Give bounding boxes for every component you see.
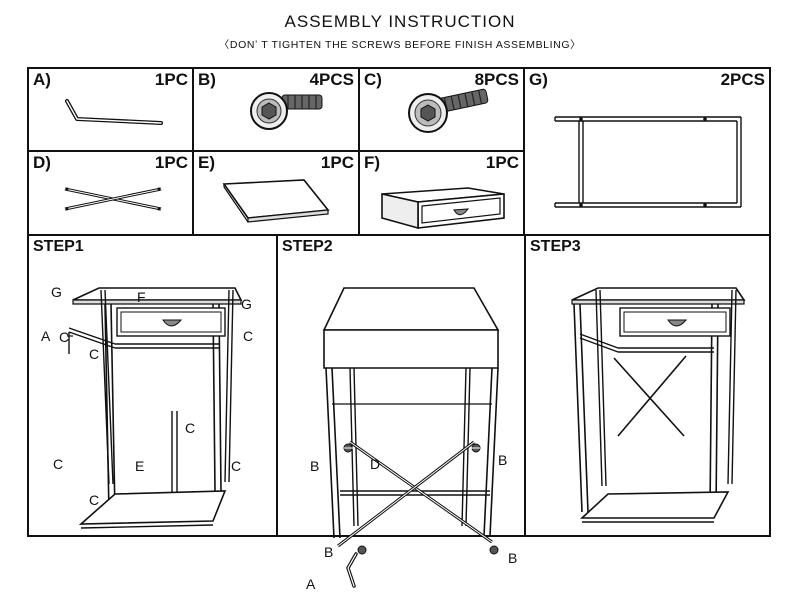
callout-b-2: B <box>498 452 508 468</box>
callout-b-1: B <box>310 458 320 474</box>
step1-table-frame-icon <box>67 287 243 529</box>
part-label: G) <box>529 70 548 89</box>
step-label: STEP1 <box>33 238 84 255</box>
step2-cross-brace-assembly-icon <box>322 287 500 588</box>
callout-c-2: C <box>89 346 100 362</box>
part-quantity: 1PC <box>154 70 188 89</box>
part-cell-e: E) 1PC <box>194 152 360 236</box>
callout-c-7: C <box>89 492 100 508</box>
part-label: F) <box>364 153 381 172</box>
instruction-subtitle: 〈DONʼ T TIGHTEN THE SCREWS BEFORE FINISH… <box>218 39 582 51</box>
part-quantity: 4PCS <box>309 70 354 89</box>
step-panel-1: STEP1 <box>29 236 278 535</box>
shelf-panel-icon <box>222 179 330 223</box>
callout-b-4: B <box>508 550 518 566</box>
short-screw-icon <box>250 92 323 130</box>
instruction-title: ASSEMBLY INSTRUCTION <box>284 12 516 31</box>
drawer-box-icon <box>381 187 505 230</box>
callout-a: A <box>306 576 316 592</box>
part-cell-c: C) 8PCS <box>360 69 525 152</box>
part-label: D) <box>33 153 51 172</box>
part-label: E) <box>198 153 215 172</box>
part-cell-g: G) 2PCS <box>525 69 769 236</box>
callout-g-left: G <box>51 284 62 300</box>
callout-c-4: C <box>185 420 196 436</box>
callout-c-6: C <box>231 458 242 474</box>
callout-c-5: C <box>53 456 64 472</box>
part-quantity: 1PC <box>154 153 188 172</box>
callout-e: E <box>135 458 145 474</box>
step-panel-3: STEP3 <box>526 236 769 535</box>
long-screw-icon <box>408 88 489 133</box>
part-cell-b: B) 4PCS <box>194 69 360 152</box>
part-quantity: 8PCS <box>474 70 519 89</box>
callout-c-3: C <box>243 328 254 344</box>
instruction-grid: A) 1PC B) 4PCS C) 8PCS <box>27 67 771 592</box>
step-label: STEP3 <box>530 238 581 255</box>
callout-b-3: B <box>324 544 334 560</box>
part-cell-d: D) 1PC <box>29 152 194 236</box>
callout-g-right: G <box>241 296 252 312</box>
side-frame-icon <box>554 116 742 208</box>
allen-key-icon <box>65 99 163 125</box>
part-quantity: 1PC <box>320 153 354 172</box>
callout-d: D <box>370 456 381 472</box>
cross-brace-icon <box>64 187 162 211</box>
callout-c-1: C <box>59 329 70 345</box>
step-panel-2: STEP2 <box>278 236 526 592</box>
step-label: STEP2 <box>282 238 333 255</box>
part-label: A) <box>33 70 51 89</box>
part-cell-a: A) 1PC <box>29 69 194 152</box>
part-cell-f: F) 1PC <box>360 152 525 236</box>
callout-f-top: F <box>137 289 146 305</box>
part-quantity: 1PC <box>485 153 519 172</box>
part-label: C) <box>364 70 382 89</box>
callout-a: A <box>41 328 51 344</box>
step3-finished-table-icon <box>571 287 746 523</box>
part-quantity: 2PCS <box>720 70 765 89</box>
part-label: B) <box>198 70 216 89</box>
